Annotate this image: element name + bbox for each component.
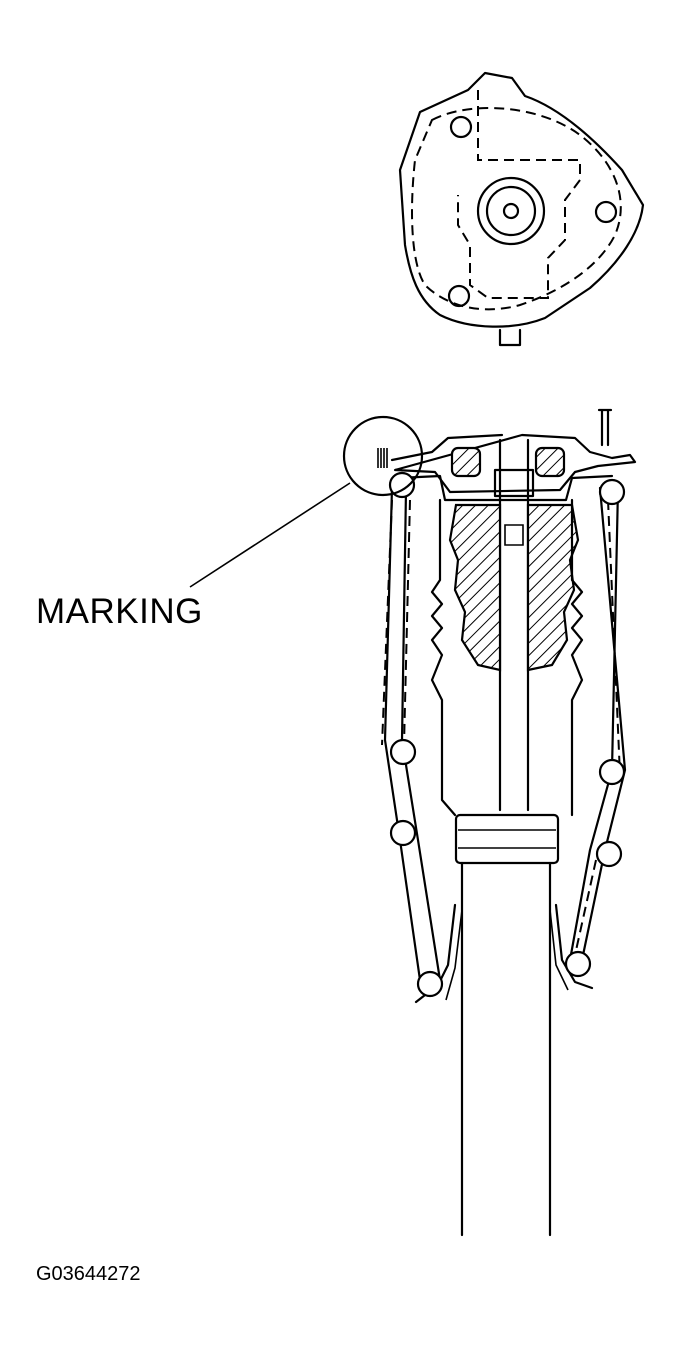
spring-coil-section xyxy=(595,840,623,868)
coil-spring-right-dashed xyxy=(574,499,621,956)
mount-stud-hole xyxy=(447,284,471,308)
mount-tab xyxy=(498,328,522,347)
mount-stud-hole xyxy=(449,115,473,139)
shock-collar-band xyxy=(458,829,556,849)
bump-stopper xyxy=(448,503,502,672)
dust-boot-right xyxy=(570,498,584,817)
mount-center-nut xyxy=(502,202,520,220)
coil-spring-left-dashed xyxy=(381,499,411,746)
lower-spring-seat-inner xyxy=(445,909,569,1001)
spring-coil-section xyxy=(388,471,416,499)
upper-seat-plate xyxy=(390,433,637,494)
bearing-insulator-left xyxy=(450,446,482,478)
marking-hatch xyxy=(377,448,388,468)
bump-stopper xyxy=(526,503,580,672)
upper-mount-top-view xyxy=(398,71,645,347)
marking-circle xyxy=(342,415,424,497)
mount-dashed-bracket xyxy=(457,90,581,299)
shock-collar xyxy=(454,813,560,865)
coil-spring-left xyxy=(383,486,442,982)
marking-leader-line xyxy=(189,482,351,588)
strut-side-view xyxy=(381,408,637,1237)
rod-nut xyxy=(493,468,535,498)
spring-coil-section xyxy=(564,950,592,978)
spring-coil-section xyxy=(598,478,626,506)
spring-coil-section xyxy=(416,970,444,998)
spring-coil-section xyxy=(598,758,626,786)
marking-callout xyxy=(189,415,424,588)
spring-coil-section xyxy=(389,738,417,766)
bearing-insulator-right xyxy=(534,446,566,478)
mount-center-bearing xyxy=(476,176,546,246)
figure-id-label: G03644272 xyxy=(36,1263,141,1285)
dust-boot-left xyxy=(430,498,457,817)
rod-tip xyxy=(504,524,524,546)
mount-center-ring xyxy=(485,185,537,237)
coil-spring-right xyxy=(568,486,627,962)
mount-plate-outline xyxy=(398,71,645,328)
spring-coil-section xyxy=(389,819,417,847)
mount-inner-dashed-outline xyxy=(411,107,622,311)
mount-stud-hole xyxy=(594,200,618,224)
shock-body xyxy=(460,861,552,1237)
mount-stud-side xyxy=(597,408,613,447)
marking-label: MARKING xyxy=(36,592,203,631)
spring-seat-upper xyxy=(396,474,614,502)
